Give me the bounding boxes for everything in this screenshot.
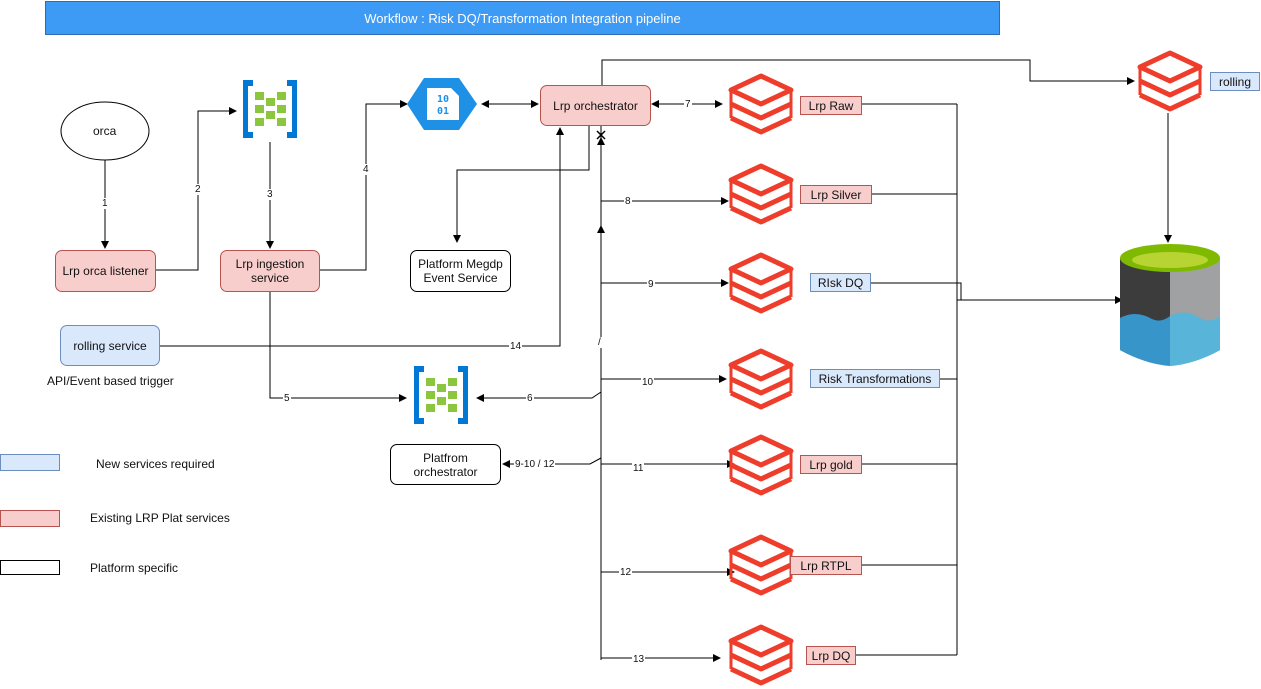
edge-label-10: 10	[641, 377, 655, 388]
svg-text:10: 10	[437, 94, 449, 105]
lrp-rtpl: Lrp RTPL	[790, 556, 862, 575]
edge-label-slash: /	[597, 337, 602, 348]
edge-label-14: 14	[509, 341, 523, 352]
risk-transformations: Risk Transformations	[810, 369, 940, 388]
databricks-icon	[731, 76, 791, 132]
databricks-icon	[731, 437, 791, 493]
lrp-dq: Lrp DQ	[806, 646, 856, 665]
edge-orchestrator-rolling	[601, 59, 1135, 85]
edge-6	[476, 391, 602, 402]
databricks-icon	[731, 166, 791, 222]
rolling-trigger-note: API/Event based trigger	[47, 374, 174, 388]
databricks-icon	[1140, 53, 1200, 109]
edge-label-9: 9	[647, 279, 655, 290]
edge-label-11: 11	[632, 463, 645, 474]
edge-orchestrator-megdp	[453, 126, 590, 243]
risk-dq: RIsk DQ	[810, 273, 871, 292]
edge-label-8: 8	[624, 196, 632, 207]
page-title: Workflow : Risk DQ/Transformation Integr…	[45, 1, 1000, 35]
edge-label-2: 2	[194, 184, 202, 195]
edge-label-1: 1	[101, 198, 109, 209]
legend-swatch-new	[0, 454, 60, 471]
blob-file-icon: 10 01	[407, 78, 477, 130]
edge-label-7: 7	[684, 99, 692, 110]
edge-label-12: 12	[619, 567, 633, 578]
legend-new-label: New services required	[96, 457, 215, 471]
platform-megdp-event-service: Platform Megdp Event Service	[410, 250, 511, 292]
edge-14	[160, 127, 564, 347]
edge-4	[320, 100, 408, 271]
lrp-orca-listener: Lrp orca listener	[55, 250, 156, 292]
edge-label-5: 5	[283, 393, 291, 404]
legend-swatch-platform	[0, 560, 60, 575]
databricks-icon	[731, 255, 791, 311]
edge-label-13: 13	[632, 654, 646, 665]
lrp-orchestrator: Lrp orchestrator	[540, 85, 651, 126]
orca-label: orca	[93, 124, 117, 138]
rolling-top: rolling	[1210, 72, 1260, 91]
edge-label-9-10-12: 9-10 / 12	[514, 459, 556, 470]
legend-existing-label: Existing LRP Plat services	[90, 511, 230, 525]
lrp-ingestion-service: Lrp ingestion service	[220, 250, 320, 292]
event-hub-icon	[414, 366, 468, 424]
data-lake-storage-icon	[1120, 244, 1220, 366]
edge-label-4: 4	[362, 164, 370, 175]
platform-orchestrator: Platfrom orchestrator	[390, 444, 501, 485]
databricks-icon	[731, 627, 791, 683]
databricks-icon	[731, 351, 791, 407]
lrp-silver: Lrp Silver	[800, 185, 872, 204]
event-hub-icon	[243, 80, 297, 138]
edge-label-6: 6	[526, 393, 534, 404]
edge-label-3: 3	[266, 189, 274, 200]
svg-text:01: 01	[437, 106, 449, 117]
legend-swatch-existing	[0, 510, 60, 527]
lrp-gold: Lrp gold	[800, 455, 862, 474]
rolling-service: rolling service	[60, 325, 160, 366]
legend-platform-label: Platform specific	[90, 561, 179, 575]
edge-5	[269, 292, 407, 402]
lrp-raw: Lrp Raw	[800, 96, 862, 115]
databricks-icon	[731, 537, 791, 593]
